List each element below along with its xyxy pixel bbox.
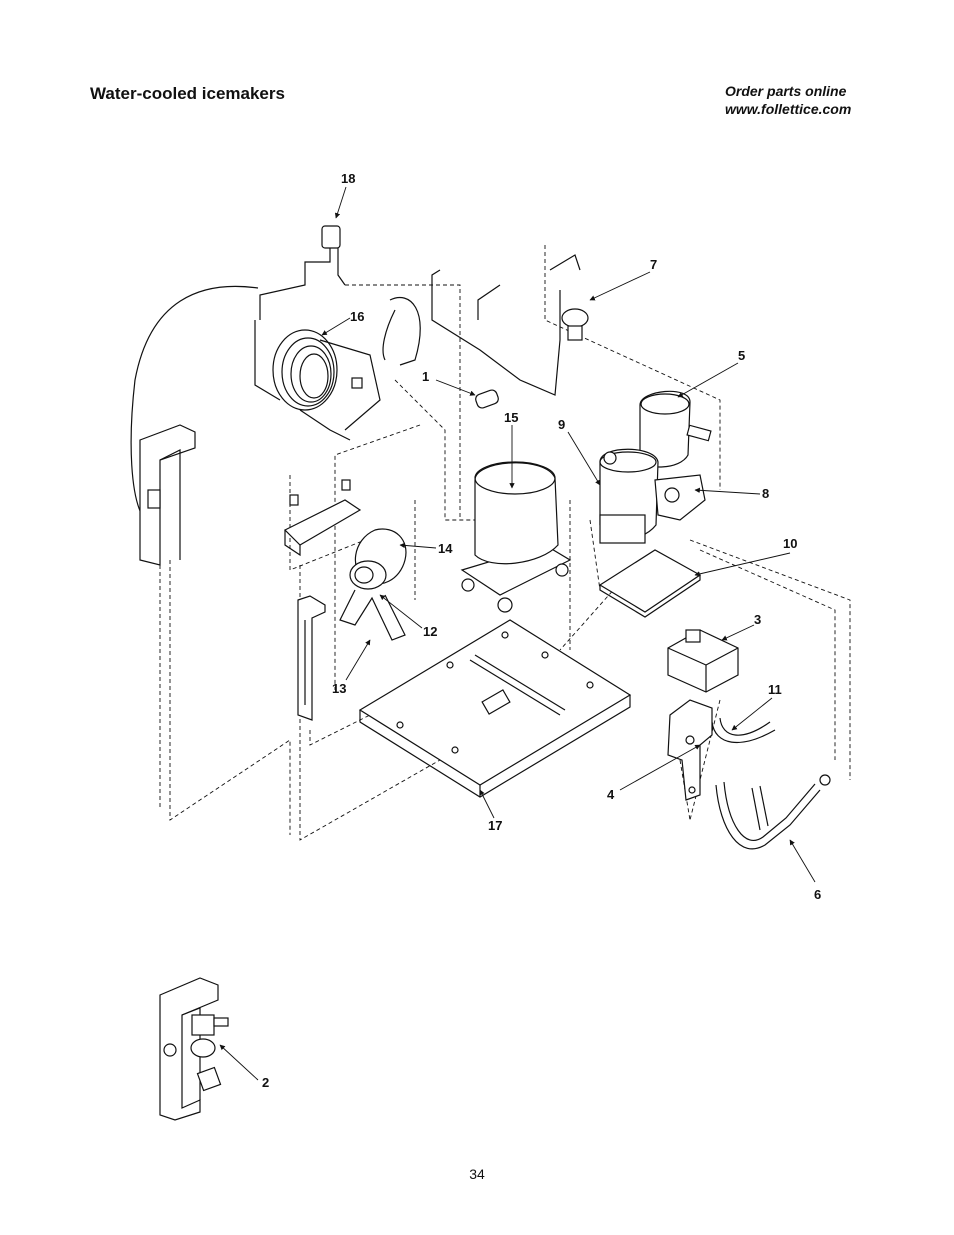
callout-16: 16 (350, 309, 364, 324)
capillary-tube (130, 285, 259, 521)
callout-9: 9 (558, 417, 565, 432)
part-17-base-pan (358, 619, 632, 798)
part-15-compressor (460, 461, 572, 613)
support-post (297, 595, 326, 721)
refrigerant-tubing (382, 254, 581, 396)
part-12-fan-motor (349, 560, 387, 590)
water-valve-bracket (139, 424, 196, 566)
callout-17: 17 (488, 818, 502, 833)
callout-2: 2 (262, 1075, 269, 1090)
callout-18: 18 (341, 171, 355, 186)
callout-3: 3 (754, 612, 761, 627)
callout-1: 1 (422, 369, 429, 384)
part-1-drier (475, 389, 499, 409)
callout-labels: 18 7 16 5 1 15 9 8 14 10 3 12 13 11 4 17… (262, 171, 821, 1090)
part-13-fan-bracket (339, 589, 406, 641)
part-18-valve (259, 225, 346, 320)
callout-10: 10 (783, 536, 797, 551)
assembly-dashed-lines (159, 245, 851, 841)
page-title: Water-cooled icemakers (90, 84, 285, 103)
part-8-housing (654, 474, 706, 521)
callout-14: 14 (438, 541, 453, 556)
part-10-cover-plate (598, 549, 702, 618)
mounting-bracket (283, 479, 362, 557)
order-parts-note: Order parts online www.follettice.com (725, 82, 851, 118)
callout-8: 8 (762, 486, 769, 501)
order-parts-url[interactable]: www.follettice.com (725, 101, 852, 117)
callout-4: 4 (607, 787, 615, 802)
part-2-water-valve-detail (159, 977, 229, 1121)
part-9-evaporator (599, 448, 659, 544)
part-16-condenser-coil (254, 320, 381, 441)
callout-5: 5 (738, 348, 745, 363)
order-parts-line: Order parts online (725, 83, 847, 99)
page-number: 34 (469, 1166, 485, 1182)
callout-15: 15 (504, 410, 518, 425)
part-5-reservoir (639, 390, 712, 468)
callout-7: 7 (650, 257, 657, 272)
callout-leaders (219, 186, 816, 1081)
part-11-hose (711, 717, 776, 744)
callout-13: 13 (332, 681, 346, 696)
part-6-drain-hose (715, 774, 831, 850)
callout-11: 11 (768, 682, 782, 697)
part-3-water-reservoir (667, 629, 739, 693)
part-7-valve (561, 308, 589, 341)
callout-12: 12 (423, 624, 437, 639)
part-4-reservoir-bracket (667, 699, 713, 801)
callout-6: 6 (814, 887, 821, 902)
